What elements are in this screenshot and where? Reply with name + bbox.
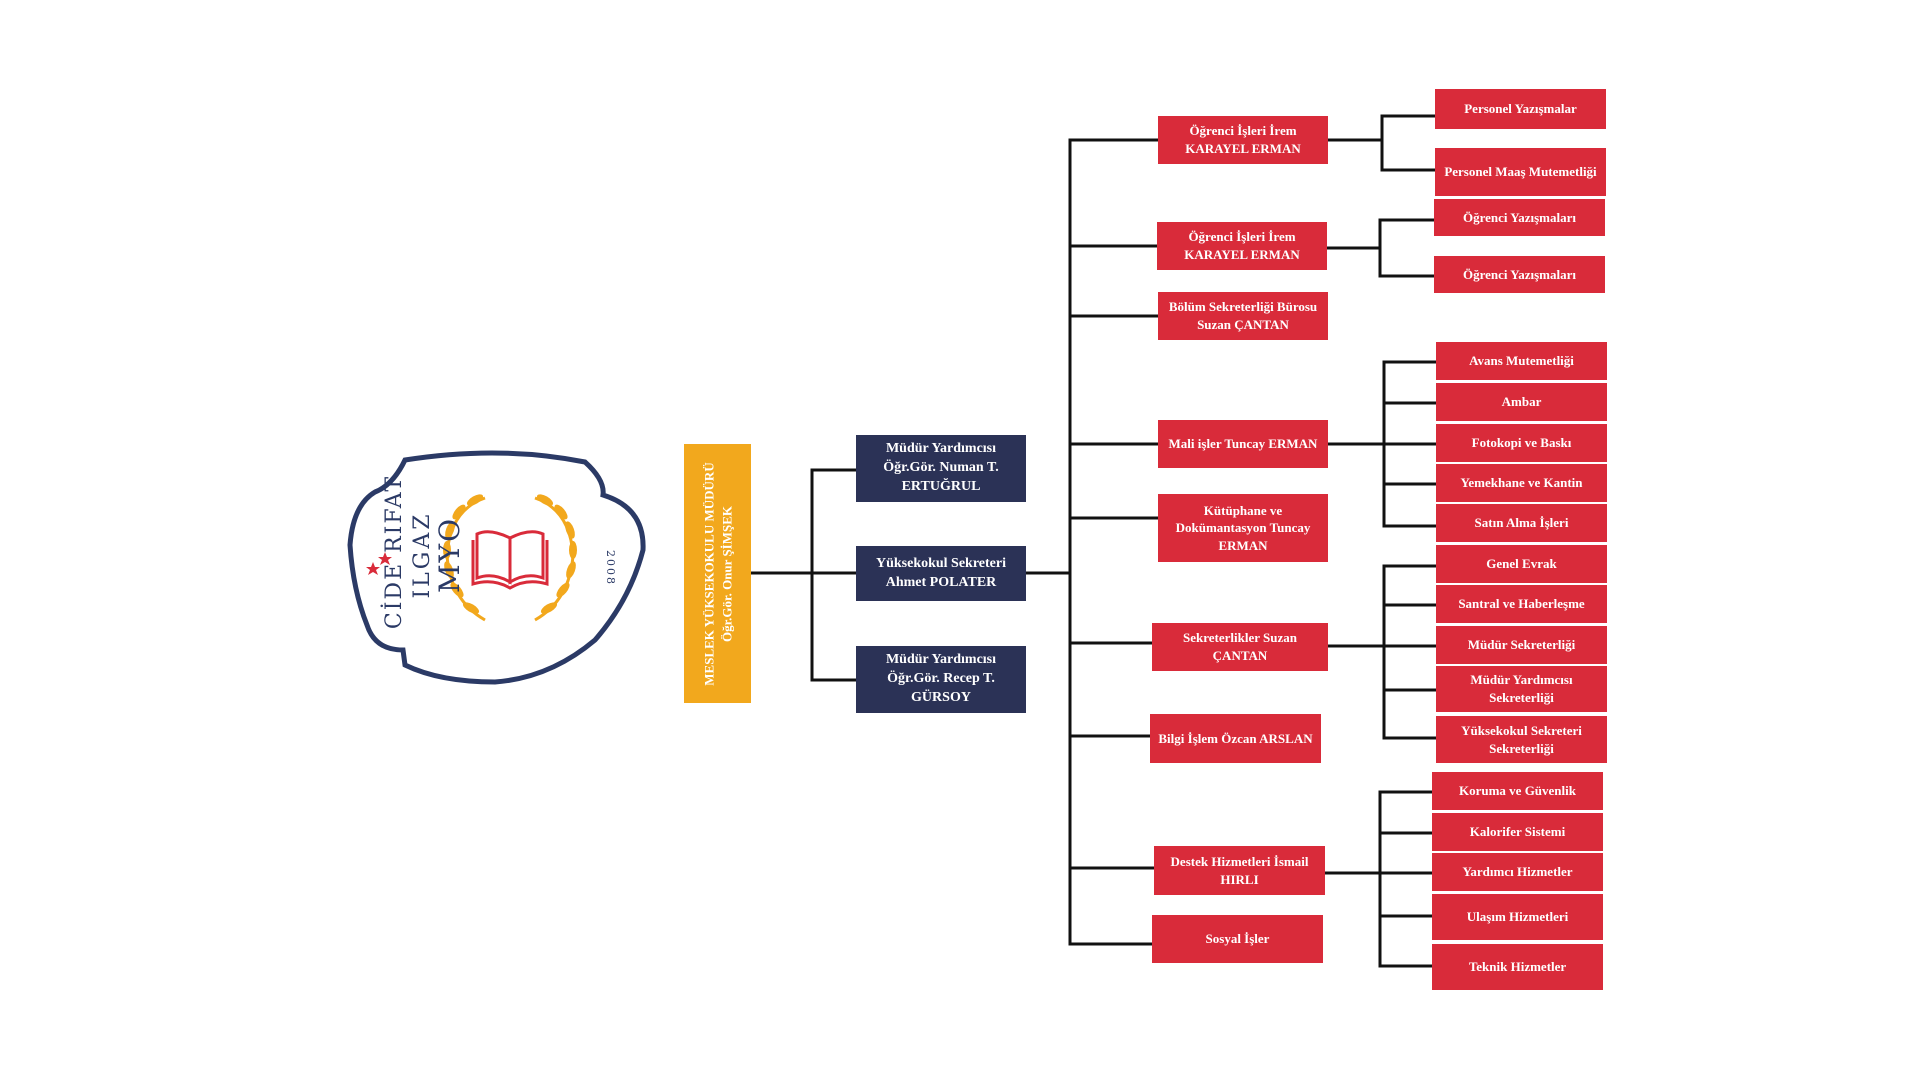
unit-box: Destek Hizmetleri İsmail HIRLI [1154,846,1325,895]
sub-unit-box: Fotokopi ve Baskı [1436,424,1607,462]
logo-name-line2: ILGAZ [410,511,435,598]
unit-box: Öğrenci İşleri İrem KARAYEL ERMAN [1157,222,1327,270]
logo-name-line3: MYO [433,517,466,593]
unit-box: Sekreterlikler Suzan ÇANTAN [1152,623,1328,671]
sub-unit-box: Öğrenci Yazışmaları [1434,256,1605,293]
sub-unit-box: Ambar [1436,383,1607,421]
sub-unit-box: Avans Mutemetliği [1436,342,1607,380]
logo-year: 2008 [604,550,617,586]
sub-unit-box: Genel Evrak [1436,545,1607,583]
logo-name-line1: CİDE RIFAT [380,475,407,629]
deputy-director-box: Müdür Yardımcısı Öğr.Gör. Recep T. GÜRSO… [856,646,1026,713]
sub-unit-box: Yüksekokul Sekreteri Sekreterliği [1436,716,1607,763]
sub-unit-box: Öğrenci Yazışmaları [1434,199,1605,236]
sub-unit-box: Teknik Hizmetler [1432,944,1603,990]
root-director-box: MESLEK YÜKSEKOKULU MÜDÜRÜ Öğr.Gör. Onur … [684,444,751,703]
deputy-director-box: Müdür Yardımcısı Öğr.Gör. Numan T. ERTUĞ… [856,435,1026,502]
laurel-wreath-icon [443,494,577,622]
sub-unit-box: Ulaşım Hizmetleri [1432,894,1603,940]
sub-unit-box: Yardımcı Hizmetler [1432,853,1603,891]
sub-unit-box: Müdür Yardımcısı Sekreterliği [1436,666,1607,712]
sub-unit-box: Santral ve Haberleşme [1436,585,1607,623]
unit-box: Kütüphane ve Dokümantasyon Tuncay ERMAN [1158,494,1328,562]
school-secretary-box: Yüksekokul Sekreteri Ahmet POLATER [856,546,1026,601]
sub-unit-box: Personel Yazışmalar [1435,89,1606,129]
sub-unit-box: Yemekhane ve Kantin [1436,464,1607,502]
root-title: MESLEK YÜKSEKOKULU MÜDÜRÜ [700,461,716,686]
sub-unit-box: Müdür Sekreterliği [1436,626,1607,664]
sub-unit-box: Satın Alma İşleri [1436,504,1607,542]
sub-unit-box: Personel Maaş Mutemetliği [1435,148,1606,196]
sub-unit-box: Koruma ve Güvenlik [1432,772,1603,810]
unit-box: Bilgi İşlem Özcan ARSLAN [1150,714,1321,763]
sub-unit-box: Kalorifer Sistemi [1432,813,1603,851]
unit-box: Sosyal İşler [1152,915,1323,963]
root-person: Öğr.Gör. Onur ŞİMŞEK [718,505,734,642]
two-stars-icon [366,552,392,575]
open-book-icon [471,530,549,590]
unit-box: Bölüm Sekreterliği Bürosu Suzan ÇANTAN [1158,292,1328,340]
unit-box: Öğrenci İşleri İrem KARAYEL ERMAN [1158,116,1328,164]
unit-box: Mali işler Tuncay ERMAN [1158,420,1328,468]
school-logo: CİDE RIFAT ILGAZ MYO 2008 [347,450,646,685]
